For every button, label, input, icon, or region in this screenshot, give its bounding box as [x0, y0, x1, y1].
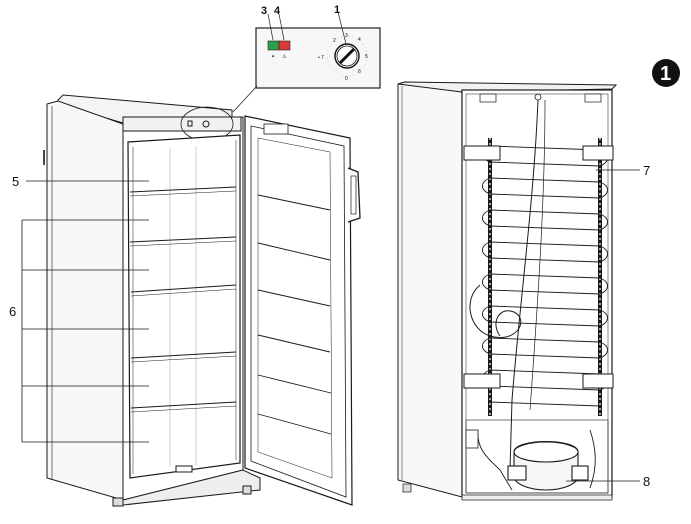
- compressor: [507, 440, 589, 491]
- callout-6: 6: [9, 304, 16, 319]
- callout-5: 5: [12, 174, 19, 189]
- callout-3: 3: [261, 5, 267, 17]
- door-shelves: [257, 194, 332, 435]
- callout-7: 7: [643, 163, 650, 178]
- thermostat-dial: • 7 3 2 4 5 6 0: [318, 33, 368, 82]
- figure-number-badge: 1: [652, 59, 680, 87]
- rear-callouts: [566, 169, 640, 482]
- drawer-dividers: [129, 186, 237, 413]
- power-symbol: ⚭: [271, 54, 275, 60]
- freezer-rear-view: [397, 81, 618, 501]
- dial-mark-4: 4: [358, 37, 361, 43]
- indicator-lamp-red: ⚠: [278, 40, 291, 60]
- dial-mark-min: • 7: [318, 55, 324, 61]
- dial-mark-0: 0: [345, 76, 348, 82]
- freezer-front-view: [43, 94, 361, 507]
- callout-1: 1: [334, 4, 340, 16]
- figure-number: 1: [660, 63, 671, 85]
- dial-mark-2: 2: [333, 38, 336, 44]
- alarm-symbol: ⚠: [282, 54, 287, 60]
- control-panel-inset: ⚭ ⚠ 3 4 • 7 3 2 4 5 6 0 1: [232, 4, 381, 113]
- dial-mark-6: 6: [358, 69, 361, 75]
- front-callouts: [21, 180, 149, 443]
- callout-4: 4: [274, 5, 281, 17]
- callout-8: 8: [643, 474, 650, 489]
- condenser-coil: [463, 137, 614, 417]
- dial-mark-3: 3: [345, 33, 348, 39]
- dial-mark-5: 5: [365, 54, 368, 60]
